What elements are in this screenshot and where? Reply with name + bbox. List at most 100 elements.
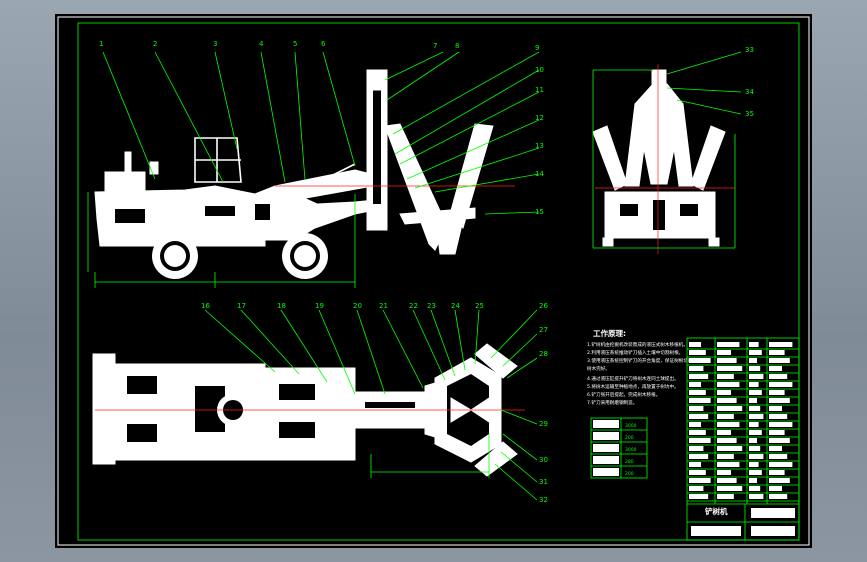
- bom-cell: [749, 342, 759, 347]
- bom-cell: [689, 366, 704, 371]
- bom-cell: [749, 494, 764, 499]
- plan-view-lines: [95, 309, 538, 501]
- note-line-5: 4.通过液压缸提升铲刀将树木连同土球提出。: [587, 375, 679, 382]
- bom-cell: [749, 446, 761, 451]
- bom-cell: [689, 398, 711, 403]
- bom-cell: [689, 390, 706, 395]
- bom-cell: [769, 454, 788, 459]
- bom-cell: [689, 470, 706, 475]
- side-view-balloons: 1 2 3 4 5 6 7 8 9 10 11 12 13 14 15: [99, 40, 544, 216]
- balloon-19: 19: [315, 302, 324, 310]
- bom-cell: [749, 358, 757, 363]
- bom-cell: [717, 350, 731, 355]
- note-line-8: 7.铲刀采用耐磨钢制造。: [587, 399, 637, 406]
- balloon-22: 22: [409, 302, 418, 310]
- bom-cell: [749, 382, 759, 387]
- bom-cell: [769, 358, 790, 363]
- bom-cell: [689, 406, 704, 411]
- bom-cell: [769, 342, 793, 347]
- balloon-1: 1: [99, 40, 103, 48]
- balloon-35: 35: [745, 110, 754, 118]
- bom-cell: [717, 406, 743, 411]
- plan-view-balloons: 16 17 18 19 20 21 22 23 24 25 26 27 28 2…: [201, 302, 548, 504]
- bom-cell: [717, 414, 734, 419]
- notes-title: 工作原理:: [593, 328, 626, 338]
- bom-cell: [717, 358, 737, 363]
- bom-cell: [769, 470, 785, 475]
- bom-cell: [749, 390, 762, 395]
- end-view-lines: [592, 51, 742, 254]
- inner-border: [77, 22, 800, 541]
- bom-cell: [689, 462, 701, 467]
- spec-value-5: 200: [625, 471, 634, 477]
- note-line-3: 3.使用液压系统控制铲刀的开合角度，保证树根切削完整，: [587, 357, 706, 364]
- bom-cell: [749, 478, 757, 483]
- note-line-7: 6.铲刀张开后提起，完成树木移植。: [587, 391, 660, 398]
- bom-cell: [689, 454, 709, 459]
- bom-cell: [717, 486, 743, 491]
- note-line-1: 1.铲树机由挖掘机改装而成的液压式树木移植机。: [587, 341, 688, 348]
- bom-cell: [749, 422, 759, 427]
- end-view-machine: [592, 69, 726, 247]
- balloon-27: 27: [539, 326, 548, 334]
- technical-notes: 工作原理: 1.铲树机由挖掘机改装而成的液压式树木移植机。 2.利用液压系统推动…: [587, 328, 706, 406]
- balloon-7: 7: [433, 42, 437, 50]
- bom-cell: [717, 446, 743, 451]
- bom-cell: [717, 462, 740, 467]
- bom-cell: [689, 382, 701, 387]
- outer-border: [57, 16, 810, 546]
- bom-cell: [769, 406, 782, 411]
- note-line-6: 5.将树木运输至种植地点，再放置于树坑中。: [587, 383, 679, 390]
- bom-cell: [749, 406, 761, 411]
- balloon-23: 23: [427, 302, 436, 310]
- bom-cell: [689, 350, 706, 355]
- balloon-28: 28: [539, 350, 548, 358]
- bom-cell: [769, 478, 790, 483]
- bom-cell: [689, 414, 709, 419]
- balloon-21: 21: [379, 302, 388, 310]
- bom-cell: [769, 494, 788, 499]
- bom-cell: [769, 350, 785, 355]
- balloon-5: 5: [293, 40, 297, 48]
- bom-cell: [717, 438, 737, 443]
- bom-cell: [717, 390, 731, 395]
- bom-cell: [769, 390, 785, 395]
- side-view-leaders: [102, 51, 540, 215]
- balloon-3: 3: [213, 40, 217, 48]
- note-line-2: 2.利用液压系统推动铲刀插入土壤中切割树根。: [587, 349, 683, 356]
- bom-cell: [689, 494, 709, 499]
- balloon-16: 16: [201, 302, 210, 310]
- bom-cell: [717, 422, 740, 427]
- bom-cell: [689, 358, 711, 363]
- bom-cell: [749, 398, 757, 403]
- bom-cell: [689, 446, 704, 451]
- bom-cell: [749, 454, 764, 459]
- end-view-balloons: 33 34 35: [745, 46, 754, 118]
- bom-cell: [749, 470, 762, 475]
- bom-cell: [717, 366, 743, 371]
- bom-cell: [769, 446, 782, 451]
- balloon-20: 20: [353, 302, 362, 310]
- bom-cell: [749, 486, 761, 491]
- balloon-8: 8: [455, 42, 459, 50]
- bom-cell: [749, 350, 762, 355]
- bom-cell: [689, 430, 706, 435]
- bom-cell: [689, 374, 709, 379]
- balloon-25: 25: [475, 302, 484, 310]
- balloon-17: 17: [237, 302, 246, 310]
- balloon-15: 15: [535, 208, 544, 216]
- bom-cell: [689, 438, 711, 443]
- bom-cell: [769, 382, 793, 387]
- balloon-29: 29: [539, 420, 548, 428]
- bom-cell: [769, 398, 790, 403]
- balloon-33: 33: [745, 46, 754, 54]
- bom-cell: [717, 382, 740, 387]
- drawing-sheet: 1 2 3 4 5 6 7 8 9 10 11 12 13 14 15: [55, 14, 812, 548]
- bom-cell: [717, 478, 737, 483]
- bom-cell: [769, 462, 793, 467]
- bom-cell: [717, 374, 734, 379]
- balloon-12: 12: [535, 114, 544, 122]
- cad-drawing: 1 2 3 4 5 6 7 8 9 10 11 12 13 14 15: [57, 16, 810, 546]
- bom-cell: [689, 422, 701, 427]
- bom-cell: [769, 438, 790, 443]
